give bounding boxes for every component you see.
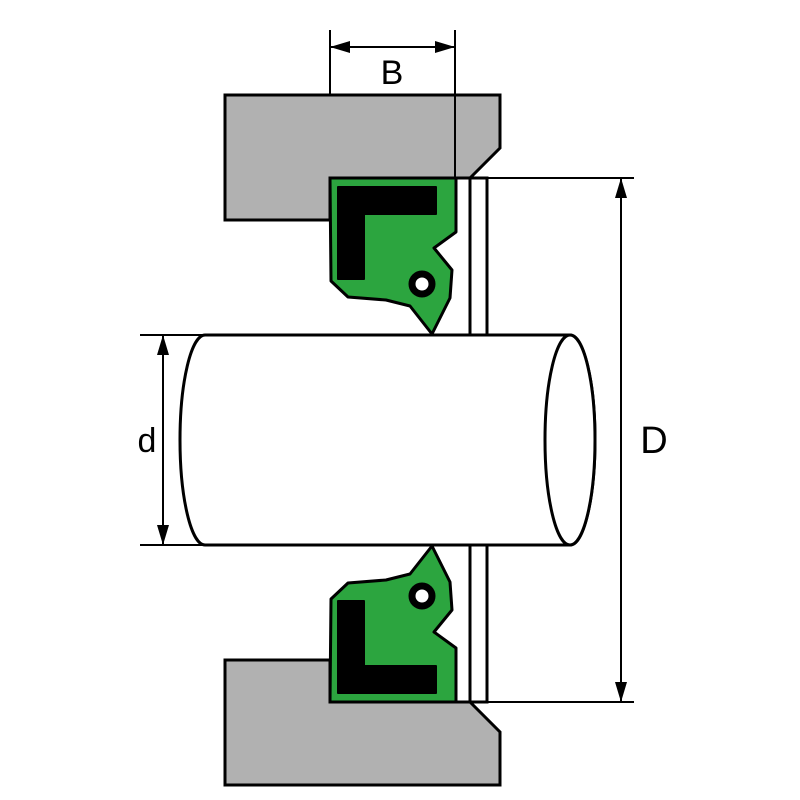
d-arrow-down (157, 525, 169, 545)
seal-upper (328, 176, 458, 336)
shaft (178, 333, 597, 547)
garter-spring (408, 582, 436, 610)
seal-metal-case (337, 600, 437, 694)
shaft-end-face (543, 333, 597, 547)
D-label: D (640, 420, 667, 462)
dimension-D: D (488, 177, 668, 703)
b-arrow-right (435, 41, 455, 53)
seal-lower (328, 544, 458, 704)
D-arrow-up (615, 178, 627, 198)
d-label: d (138, 422, 157, 460)
seal-metal-case (337, 186, 437, 280)
dimension-b: B (329, 30, 456, 178)
D-arrow-down (615, 682, 627, 702)
dimension-d: d (138, 334, 203, 546)
housing (223, 93, 502, 787)
d-arrow-up (157, 335, 169, 355)
shaft-body (178, 333, 597, 547)
garter-spring (408, 270, 436, 298)
b-label: B (381, 54, 404, 92)
b-arrow-left (330, 41, 350, 53)
